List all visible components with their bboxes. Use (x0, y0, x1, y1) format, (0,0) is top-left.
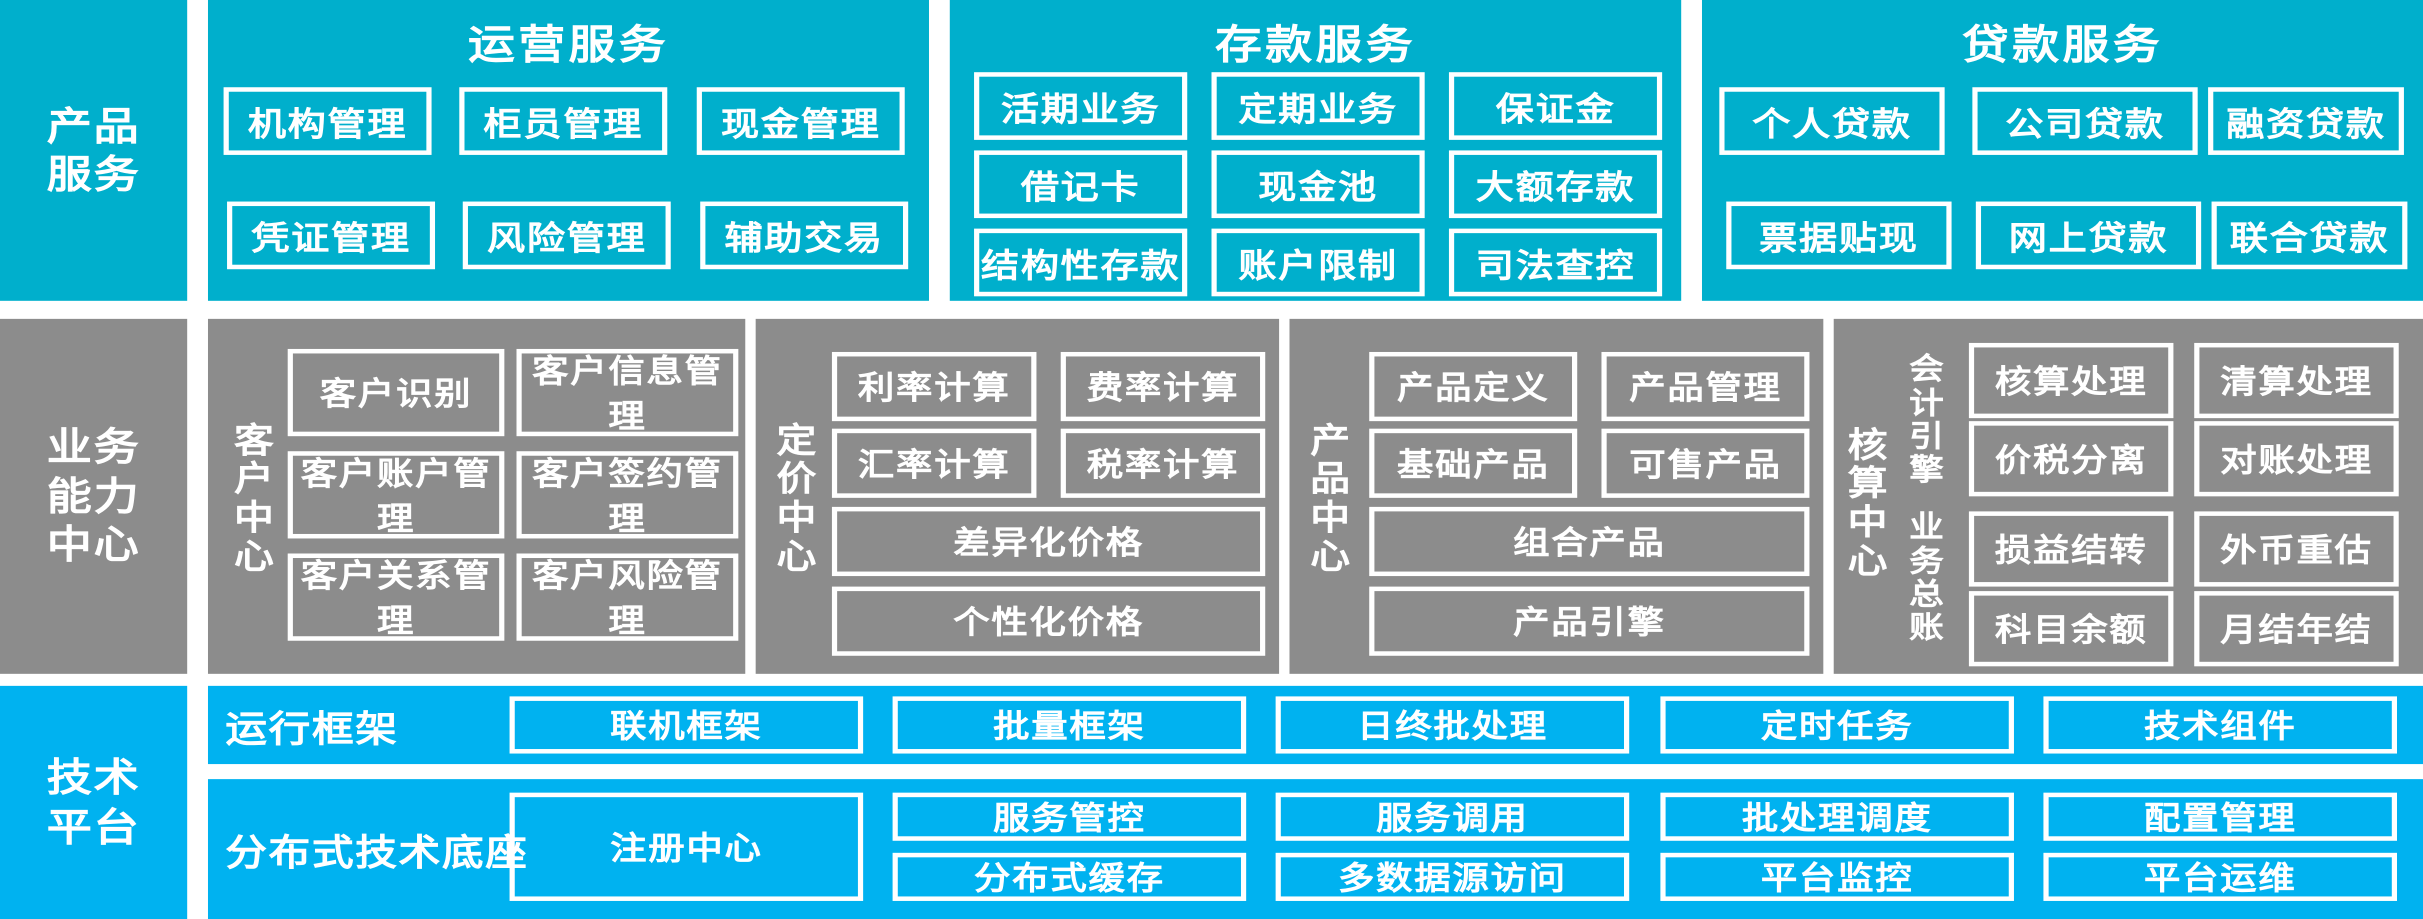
service-item[interactable]: 个人贷款 (1719, 87, 1945, 155)
tech-item[interactable]: 定时任务 (1660, 696, 2014, 754)
group-title-deposit: 存款服务 (1214, 22, 1417, 68)
capability-item[interactable]: 外币重估 (2194, 511, 2399, 587)
tech-row-runtime-framework: 运行框架 联机框架 批量框架 日终批处理 定时任务 技术组件 (207, 685, 2423, 765)
capability-item[interactable]: 可售产品 (1601, 428, 1810, 498)
capability-item-wide[interactable]: 组合产品 (1369, 506, 1810, 577)
group-title-operations: 运营服务 (467, 22, 670, 68)
capability-item[interactable]: 客户签约管理 (516, 451, 739, 539)
center-label-pricing: 定 价 中 心 (776, 420, 819, 576)
tech-row-label-runtime-framework: 运行框架 (225, 709, 399, 750)
service-item[interactable]: 借记卡 (974, 150, 1188, 219)
capability-item[interactable]: 对账处理 (2194, 421, 2399, 497)
center-label-product: 产 品 中 心 (1310, 420, 1352, 576)
group-operations-service: 运营服务 机构管理 柜员管理 现金管理 凭证管理 风险管理 辅助交易 (207, 0, 929, 301)
service-item[interactable]: 定期业务 (1211, 72, 1425, 140)
capability-item[interactable]: 价税分离 (1968, 421, 2174, 497)
service-item[interactable]: 票据贴现 (1726, 201, 1952, 270)
service-item[interactable]: 凭证管理 (227, 201, 436, 270)
tech-item[interactable]: 分布式缓存 (892, 852, 1247, 901)
center-label-accounting: 核 算 中 心 (1847, 424, 1890, 581)
service-item[interactable]: 司法查控 (1448, 228, 1663, 297)
tech-item[interactable]: 平台监控 (1660, 852, 2014, 901)
center-accounting: 核 算 中 心 会 计 引 擎 业 务 总 账 核算处理 清算处理 价税分离 对… (1833, 318, 2423, 674)
capability-item[interactable]: 核算处理 (1968, 342, 2174, 419)
capability-item[interactable]: 客户关系管理 (287, 553, 505, 641)
tech-item[interactable]: 批量框架 (892, 696, 1247, 754)
service-item[interactable]: 现金管理 (696, 87, 905, 155)
layer-label-technical-platform: 技术 平台 (46, 755, 141, 850)
capability-item[interactable]: 损益结转 (1968, 511, 2174, 587)
service-item[interactable]: 账户限制 (1211, 228, 1425, 297)
capability-item[interactable]: 汇率计算 (831, 428, 1037, 498)
service-item[interactable]: 网上贷款 (1975, 201, 2202, 270)
service-item[interactable]: 辅助交易 (700, 201, 909, 270)
tech-item[interactable]: 配置管理 (2043, 792, 2398, 841)
center-product: 产 品 中 心 产品定义 产品管理 基础产品 可售产品 组合产品 产品引擎 (1289, 318, 1824, 674)
service-item[interactable]: 大额存款 (1448, 150, 1663, 219)
group-deposit-service: 存款服务 活期业务 定期业务 保证金 借记卡 现金池 大额存款 结构性存款 账户… (949, 0, 1682, 301)
capability-item[interactable]: 客户账户管理 (287, 451, 505, 539)
subgroup-label-business-ledger: 业 务 总 账 (1909, 511, 1946, 646)
service-item[interactable]: 活期业务 (974, 72, 1188, 140)
service-item[interactable]: 现金池 (1211, 150, 1425, 219)
capability-item[interactable]: 费率计算 (1060, 351, 1266, 422)
tech-item[interactable]: 技术组件 (2043, 696, 2398, 754)
subgroup-label-accounting-engine: 会 计 引 擎 (1909, 353, 1946, 488)
group-title-loan: 贷款服务 (1961, 22, 2164, 68)
layer-business-capability-label: 业务 能力 中心 (0, 318, 188, 674)
capability-item[interactable]: 客户风险管理 (516, 553, 739, 641)
tech-item[interactable]: 批处理调度 (1660, 792, 2014, 841)
service-item[interactable]: 融资贷款 (2208, 87, 2404, 155)
tech-row-distributed-base: 分布式技术底座 注册中心 服务管控 服务调用 批处理调度 配置管理 分布式缓存 … (207, 779, 2423, 919)
capability-item[interactable]: 客户信息管理 (516, 348, 739, 437)
service-item[interactable]: 保证金 (1448, 72, 1663, 140)
layer-technical-platform-label: 技术 平台 (0, 685, 188, 919)
tech-item[interactable]: 日终批处理 (1275, 696, 1630, 754)
tech-item[interactable]: 平台运维 (2043, 852, 2398, 901)
capability-item-wide[interactable]: 产品引擎 (1369, 586, 1810, 656)
group-loan-service: 贷款服务 个人贷款 公司贷款 融资贷款 票据贴现 网上贷款 联合贷款 (1701, 0, 2423, 301)
capability-item[interactable]: 客户识别 (287, 348, 505, 437)
tech-item-registry[interactable]: 注册中心 (509, 792, 864, 901)
capability-item[interactable]: 月结年结 (2194, 591, 2399, 667)
capability-item[interactable]: 产品定义 (1369, 351, 1578, 422)
capability-item-wide[interactable]: 个性化价格 (831, 586, 1266, 656)
capability-item-wide[interactable]: 差异化价格 (831, 506, 1266, 577)
tech-item[interactable]: 服务调用 (1275, 792, 1630, 841)
service-item[interactable]: 公司贷款 (1972, 87, 2198, 155)
layer-product-service-label: 产品 服务 (0, 0, 188, 301)
capability-item[interactable]: 基础产品 (1369, 428, 1578, 498)
capability-item[interactable]: 税率计算 (1060, 428, 1266, 498)
center-pricing: 定 价 中 心 利率计算 费率计算 汇率计算 税率计算 差异化价格 个性化价格 (755, 318, 1280, 674)
tech-item[interactable]: 服务管控 (892, 792, 1247, 841)
capability-item[interactable]: 清算处理 (2194, 342, 2399, 419)
layer-label-product-service: 产品 服务 (46, 103, 141, 198)
center-customer: 客 户 中 心 客户识别 客户信息管理 客户账户管理 客户签约管理 客户关系管理… (207, 318, 746, 674)
layer-label-business-capability: 业务 能力 中心 (46, 424, 141, 568)
service-item[interactable]: 风险管理 (462, 201, 671, 270)
capability-item[interactable]: 利率计算 (831, 351, 1037, 422)
service-item[interactable]: 结构性存款 (974, 228, 1188, 297)
service-item[interactable]: 柜员管理 (459, 87, 668, 155)
capability-item[interactable]: 科目余额 (1968, 591, 2174, 667)
center-label-customer: 客 户 中 心 (233, 420, 276, 576)
tech-row-label-distributed-base: 分布式技术底座 (225, 833, 529, 874)
service-item[interactable]: 机构管理 (223, 87, 432, 155)
tech-item[interactable]: 多数据源访问 (1275, 852, 1630, 901)
service-item[interactable]: 联合贷款 (2211, 201, 2408, 270)
capability-item[interactable]: 产品管理 (1601, 351, 1810, 422)
tech-item[interactable]: 联机框架 (509, 696, 864, 754)
